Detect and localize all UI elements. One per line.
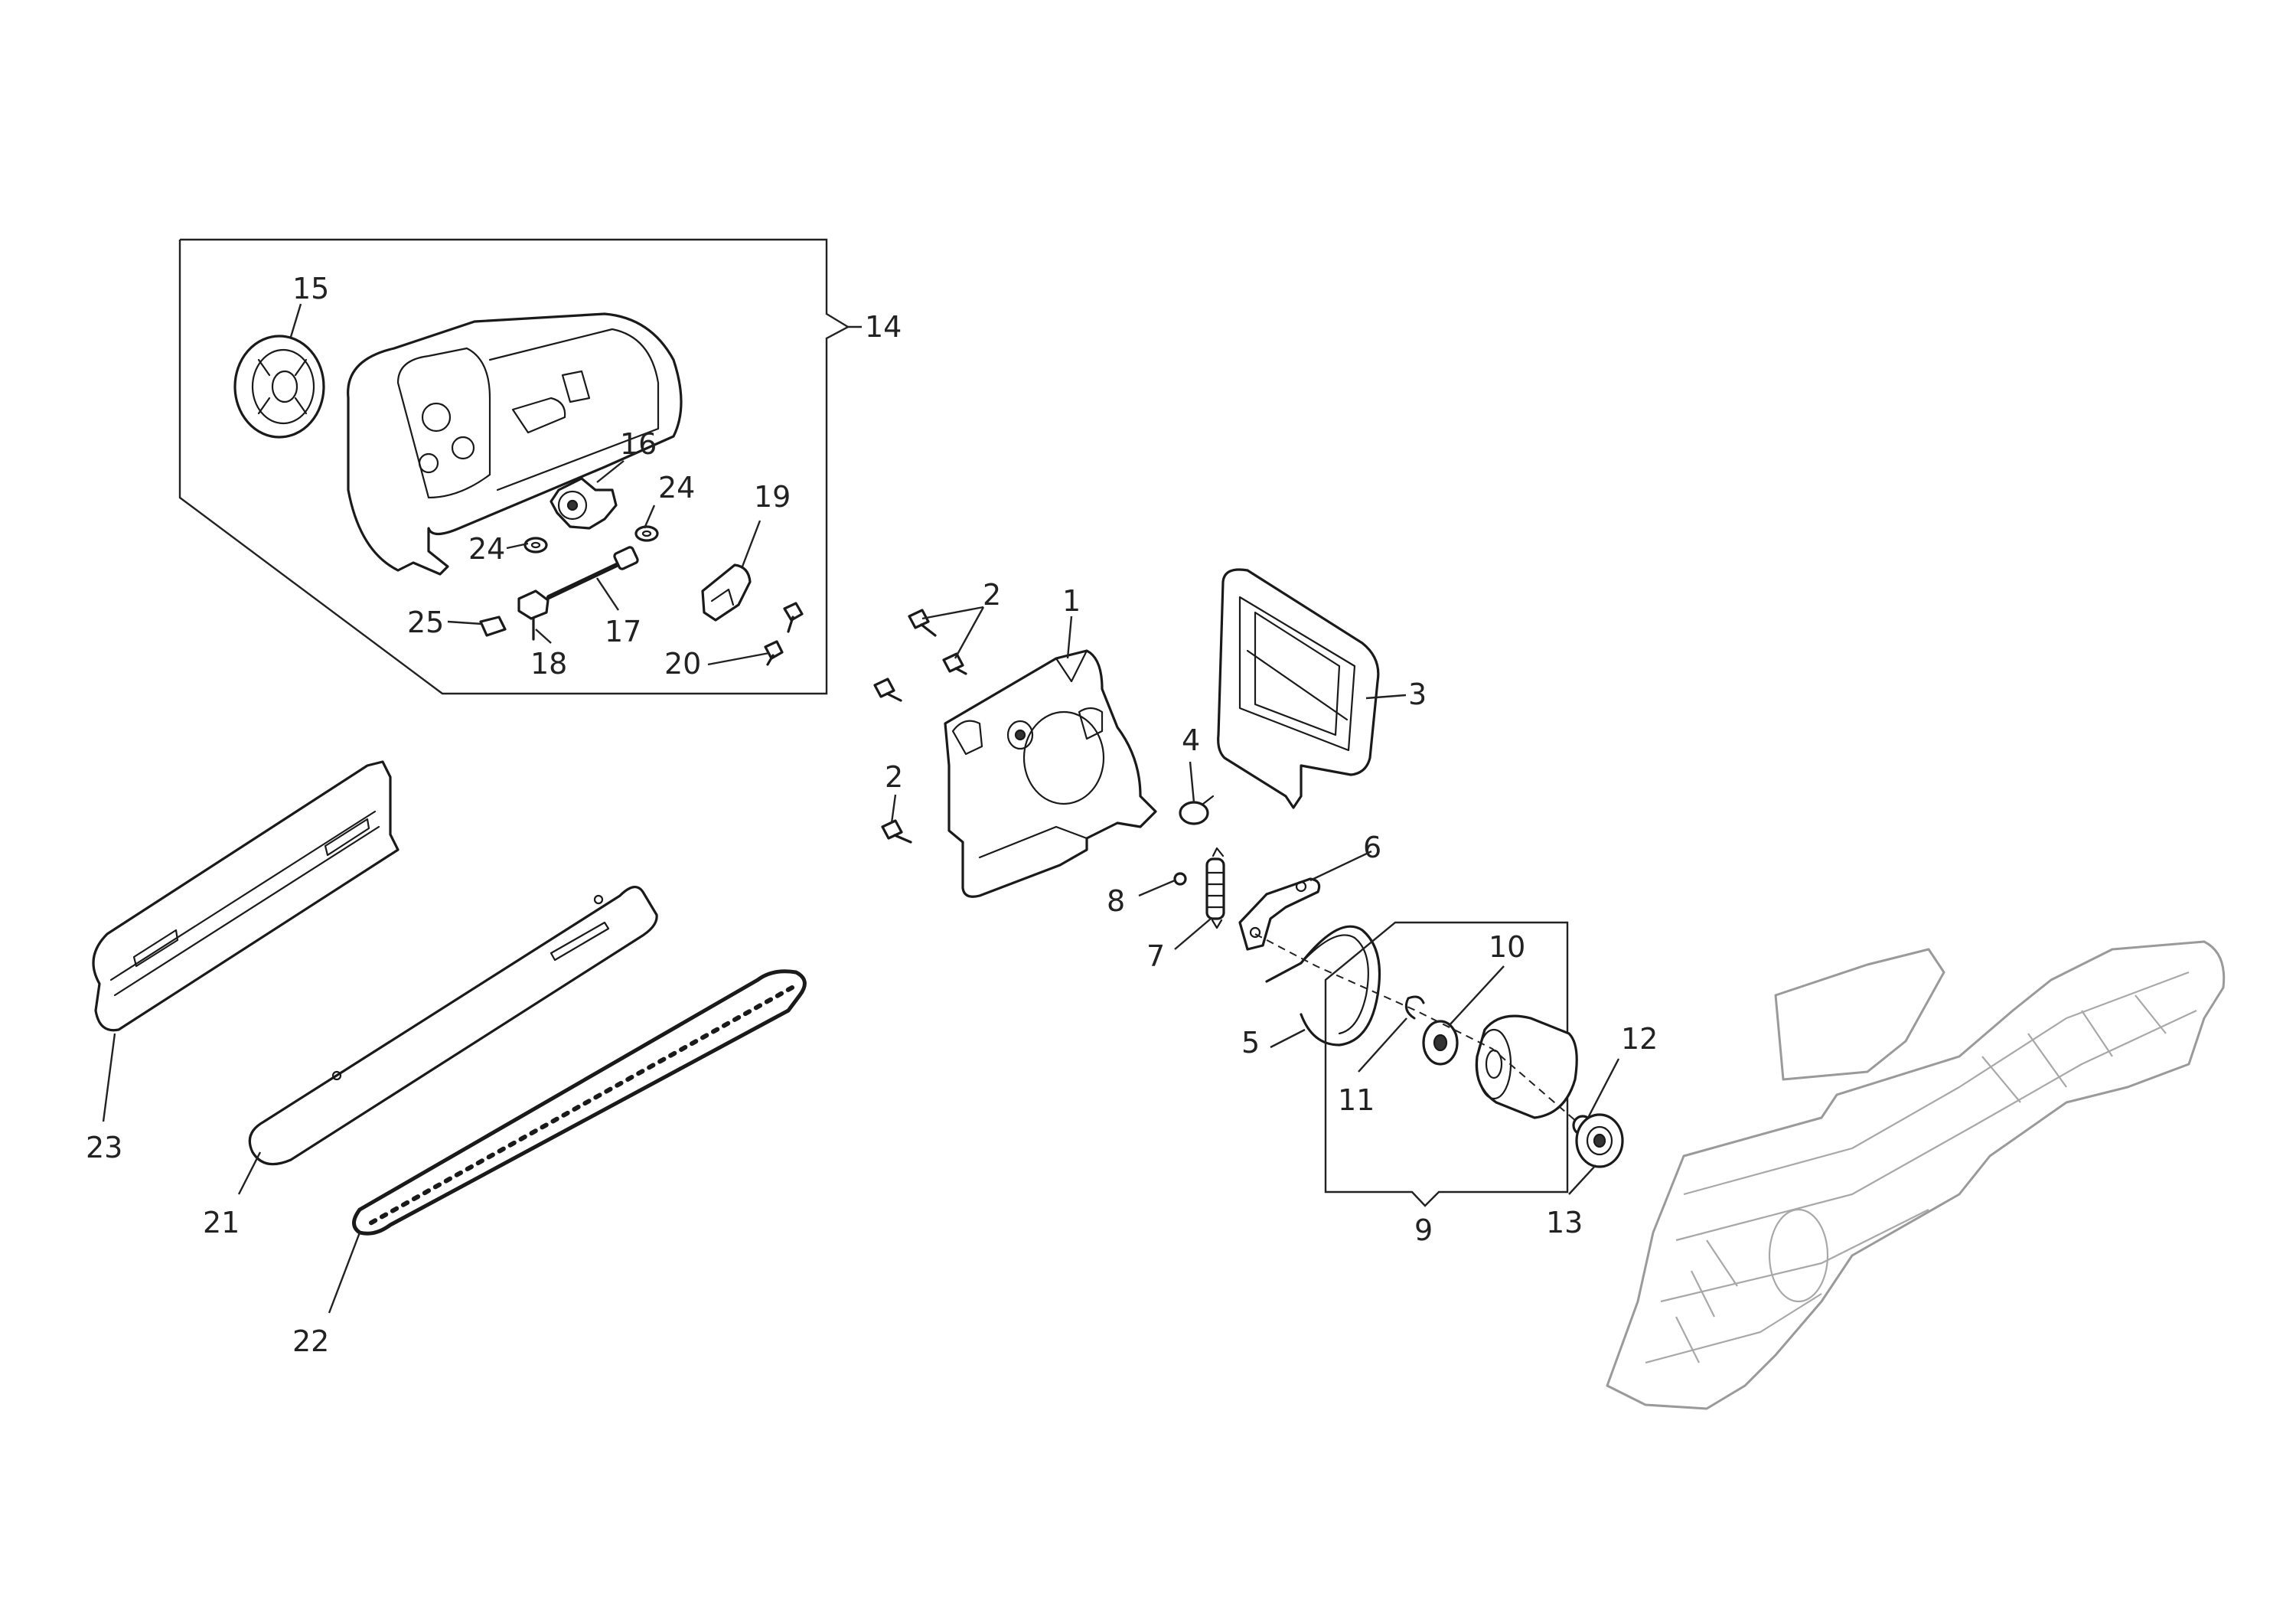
part-5-brake-band <box>1265 925 1381 1047</box>
callout-5: 5 <box>1241 1026 1260 1060</box>
callout-24-right: 24 <box>658 471 695 505</box>
callout-19: 19 <box>754 480 791 514</box>
callout-16: 16 <box>620 427 657 461</box>
part-2-screws-top <box>873 609 967 702</box>
callout-2-top: 2 <box>983 578 1001 612</box>
callout-23: 23 <box>86 1131 122 1164</box>
part-9-clutch-drum <box>1475 1014 1578 1119</box>
assembly-frame-14 <box>178 238 862 695</box>
part-10-washer <box>1422 1020 1459 1066</box>
callout-8: 8 <box>1107 884 1125 918</box>
part-20-screws <box>764 602 804 666</box>
part-6-brake-lever <box>1238 877 1321 951</box>
assembly-frame-9 <box>1324 921 1569 1207</box>
part-13-bearing <box>1575 1113 1624 1168</box>
callout-18: 18 <box>530 647 567 681</box>
part-22-saw-chain <box>352 969 807 1236</box>
part-14-chain-cover-housing <box>347 312 683 576</box>
callout-4: 4 <box>1182 723 1200 757</box>
part-16-star-knob <box>550 477 618 530</box>
callout-7: 7 <box>1146 939 1165 973</box>
part-11-circlip <box>1404 995 1425 1020</box>
part-24-washer-a <box>523 537 548 554</box>
part-7-tension-spring <box>1205 847 1225 929</box>
part-24-washer-b <box>634 525 659 542</box>
callout-2-bottom: 2 <box>885 760 903 794</box>
part-15-sprocket-cover <box>233 335 325 439</box>
callout-17: 17 <box>605 615 641 648</box>
part-8-pin <box>1173 872 1187 886</box>
callout-labels: 1 2 2 3 4 5 6 7 8 9 10 11 12 13 14 15 16… <box>86 272 1658 1358</box>
part-18-nut <box>517 589 550 641</box>
part-25-block <box>479 616 507 637</box>
tool-body-ghost <box>1606 940 2226 1410</box>
callout-13: 13 <box>1546 1206 1583 1239</box>
callout-6: 6 <box>1363 831 1381 864</box>
callout-10: 10 <box>1489 930 1525 964</box>
callout-11: 11 <box>1338 1083 1375 1117</box>
leader-lines <box>102 303 1620 1314</box>
callout-21: 21 <box>203 1206 240 1239</box>
part-3-side-frame <box>1217 568 1380 809</box>
callout-24-left: 24 <box>468 532 505 566</box>
part-4-spring-clip <box>1179 795 1215 825</box>
part-1-drive-housing <box>944 649 1157 898</box>
callout-20: 20 <box>664 647 701 681</box>
callout-15: 15 <box>292 272 329 305</box>
part-2-screw-bottom <box>881 819 912 844</box>
callout-14: 14 <box>865 310 902 344</box>
part-21-guide-bar <box>248 886 658 1166</box>
part-19-bracket <box>701 563 752 622</box>
callout-25: 25 <box>407 606 444 639</box>
part-17-tensioner-screw <box>546 546 639 599</box>
callout-9: 9 <box>1414 1213 1433 1247</box>
part-23-bar-cover <box>92 760 400 1032</box>
callout-1: 1 <box>1062 584 1081 618</box>
callout-22: 22 <box>292 1324 329 1358</box>
callout-3: 3 <box>1408 678 1427 711</box>
callout-12: 12 <box>1621 1022 1658 1056</box>
assembly-axis <box>1254 933 1577 1122</box>
